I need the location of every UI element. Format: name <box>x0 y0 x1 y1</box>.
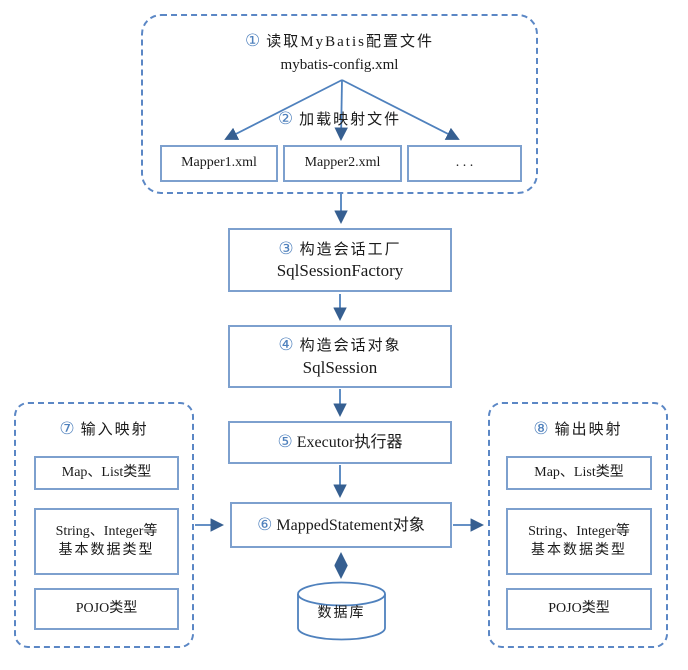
input-pojo-box: POJO类型 <box>34 588 179 630</box>
database-label: 数据库 <box>317 606 366 621</box>
mapper-more-label: . . . <box>455 155 474 171</box>
step-1-badge: ① <box>245 31 263 50</box>
mapper-more-box: . . . <box>407 145 522 182</box>
step-2-badge: ② <box>277 109 296 128</box>
input-basic-types-box: String、Integer等 基本数据类型 <box>34 508 179 575</box>
step-4-badge: ④ <box>278 335 296 355</box>
step-8-badge: ⑧ <box>533 419 551 438</box>
input-basic-types-line1: String、Integer等 <box>55 524 158 540</box>
arrow-config-to-mapper3 <box>341 79 460 140</box>
input-map-list-box: Map、List类型 <box>34 456 179 490</box>
config-loading-group <box>141 14 538 194</box>
output-basic-types-line2: 基本数据类型 <box>531 542 627 558</box>
session-class-name: SqlSession <box>302 357 378 377</box>
input-basic-types-line2: 基本数据类型 <box>58 542 155 558</box>
step-3-badge: ③ <box>278 238 296 258</box>
factory-class-name: SqlSessionFactory <box>276 261 404 281</box>
arrow-config-to-mapper1 <box>224 79 343 140</box>
mapper1-box: Mapper1.xml <box>160 145 278 182</box>
output-basic-types-line1: String、Integer等 <box>528 524 630 540</box>
output-pojo-label: POJO类型 <box>548 600 610 616</box>
mapper2-box: Mapper2.xml <box>283 145 402 182</box>
input-pojo-label: POJO类型 <box>75 600 138 616</box>
input-map-list-label: Map、List类型 <box>61 464 152 480</box>
output-map-list-label: Map、List类型 <box>534 464 624 480</box>
database-cylinder-icon <box>297 581 386 641</box>
config-file-name: mybatis-config.xml <box>280 57 399 73</box>
mapper1-label: Mapper1.xml <box>181 155 257 171</box>
step-7-badge: ⑦ <box>59 419 77 438</box>
mapper2-label: Mapper2.xml <box>304 155 381 171</box>
step-5-badge: ⑤ <box>277 432 293 452</box>
step-6-badge: ⑥ <box>257 514 273 534</box>
arrow-config-to-mapper2 <box>334 79 348 142</box>
output-map-list-box: Map、List类型 <box>506 456 652 490</box>
output-basic-types-box: String、Integer等 基本数据类型 <box>506 508 652 575</box>
output-pojo-box: POJO类型 <box>506 588 652 630</box>
